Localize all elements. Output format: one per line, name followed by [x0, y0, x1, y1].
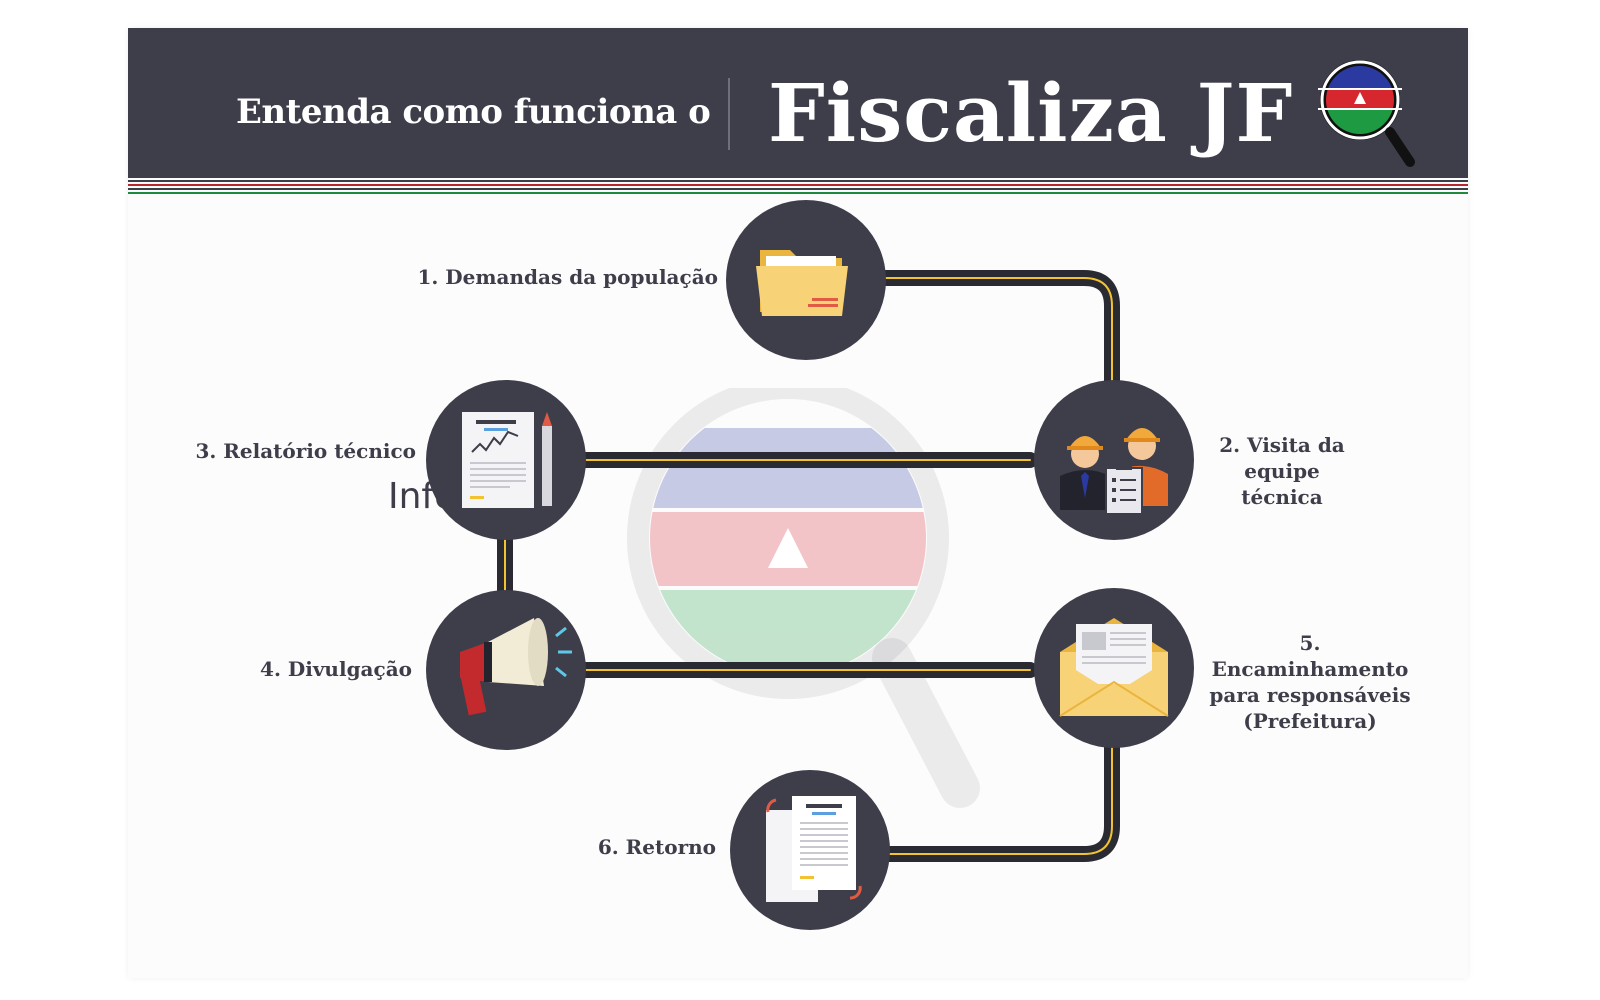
- header-subtitle: Entenda como funciona o: [236, 92, 711, 132]
- envelope-icon: [1059, 618, 1169, 717]
- step-1-node: [726, 200, 886, 360]
- step-4-node: [426, 590, 586, 750]
- header-title: Fiscaliza JF: [768, 66, 1294, 160]
- step-5-node: [1034, 588, 1194, 748]
- step-3-node: [426, 380, 586, 540]
- megaphone-icon: [459, 618, 572, 716]
- step-6-node: [730, 770, 890, 930]
- documents-return-icon: [766, 796, 862, 902]
- step-1-label: 1. Demandas da população: [417, 265, 718, 289]
- engineers-icon: [1060, 428, 1168, 515]
- magnifier-flag-icon: [1318, 60, 1415, 167]
- step-2-label: 2. Visita da equipe técnica: [1219, 433, 1345, 509]
- step-5-label: 5. Encaminhamento para responsáveis (Pre…: [1209, 631, 1411, 733]
- step-3-label: 3. Relatório técnico: [195, 439, 416, 463]
- header-divider: [728, 78, 730, 150]
- folder-icon: [756, 250, 848, 316]
- report-document-icon: [462, 412, 552, 508]
- header-banner: [128, 28, 1468, 178]
- header-stripes: [128, 180, 1468, 196]
- step-6-label: 6. Retorno: [597, 835, 716, 859]
- step-2-node: [1034, 380, 1194, 540]
- step-4-label: 4. Divulgação: [260, 657, 412, 681]
